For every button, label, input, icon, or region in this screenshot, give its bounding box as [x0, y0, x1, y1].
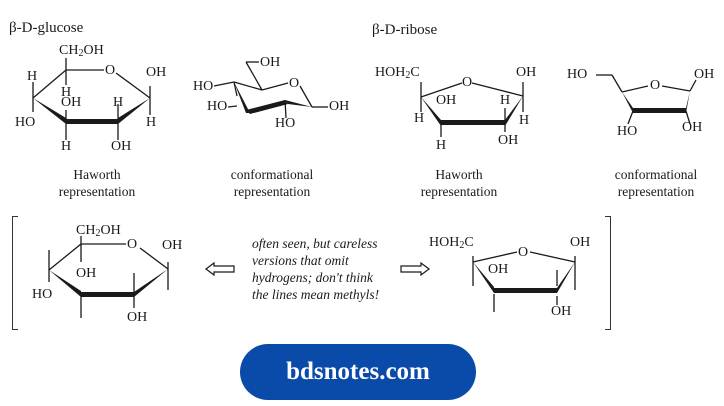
ring-oxygen: O	[650, 78, 661, 93]
c1-h: H	[146, 115, 157, 130]
c1-oh: OH	[694, 67, 715, 82]
c3-oh: OH	[436, 93, 457, 108]
c2-oh: OH	[111, 139, 132, 154]
hoh2c-label: HOH2C	[375, 65, 420, 82]
brand-badge[interactable]: bdsnotes.com	[240, 344, 476, 400]
ribose-haworth-caption: Haworth representation	[420, 167, 498, 199]
c2-oh: OH	[498, 133, 519, 148]
c2-h: H	[500, 93, 511, 108]
c2-oh: OH	[682, 120, 703, 135]
ribose-title: β-D-ribose	[372, 22, 438, 38]
ring-oxygen: O	[462, 75, 473, 90]
right-bracket	[605, 216, 611, 330]
brand-label: bdsnotes.com	[286, 358, 430, 385]
c1-oh: OH	[516, 65, 537, 80]
ring-oxygen: O	[518, 245, 529, 260]
c4-h: H	[414, 111, 425, 126]
c3-oh: OH	[76, 266, 97, 281]
c6-oh: OH	[260, 55, 281, 70]
glucose-conformational-caption: conformational representation	[230, 167, 314, 199]
c3-oh: OH	[488, 262, 509, 277]
c5-h: H	[61, 85, 72, 100]
c3-h: H	[436, 138, 447, 153]
glucose-haworth-caption: Haworth representation	[58, 167, 136, 199]
c3-oh: OH	[61, 95, 82, 110]
ring-oxygen: O	[105, 63, 116, 78]
ch2oh-label: CH2OH	[76, 223, 121, 240]
c3-ho: HO	[207, 99, 228, 114]
left-bracket	[12, 216, 18, 330]
c2-oh: OH	[127, 310, 148, 325]
ring-oxygen: O	[127, 237, 138, 252]
careless-note: often seen, but careless versions that o…	[252, 236, 380, 302]
hoh2c-label: HOH2C	[429, 235, 474, 252]
ring-oxygen: O	[289, 76, 300, 91]
c1-oh: OH	[146, 65, 167, 80]
c4-ho: HO	[193, 79, 214, 94]
ribose-conformational-caption: conformational representation	[614, 167, 698, 199]
c3-ho: HO	[617, 124, 638, 139]
c4-ho: HO	[15, 115, 36, 130]
right-arrow-icon	[400, 261, 430, 281]
c4-h: H	[27, 69, 38, 84]
glucose-title: β-D-glucose	[9, 20, 84, 36]
c4-ho: HO	[32, 287, 53, 302]
ch2oh-label: CH2OH	[59, 43, 104, 60]
c1-oh: OH	[329, 99, 350, 114]
c2-oh: OH	[551, 304, 572, 319]
c3-h: H	[61, 139, 72, 154]
c2-ho: HO	[275, 116, 296, 131]
left-arrow-icon	[205, 261, 235, 281]
c1-oh: OH	[570, 235, 591, 250]
c1-oh: OH	[162, 238, 183, 253]
c2-h: H	[113, 95, 124, 110]
c1-h: H	[519, 113, 530, 128]
c5-ho: HO	[567, 67, 588, 82]
